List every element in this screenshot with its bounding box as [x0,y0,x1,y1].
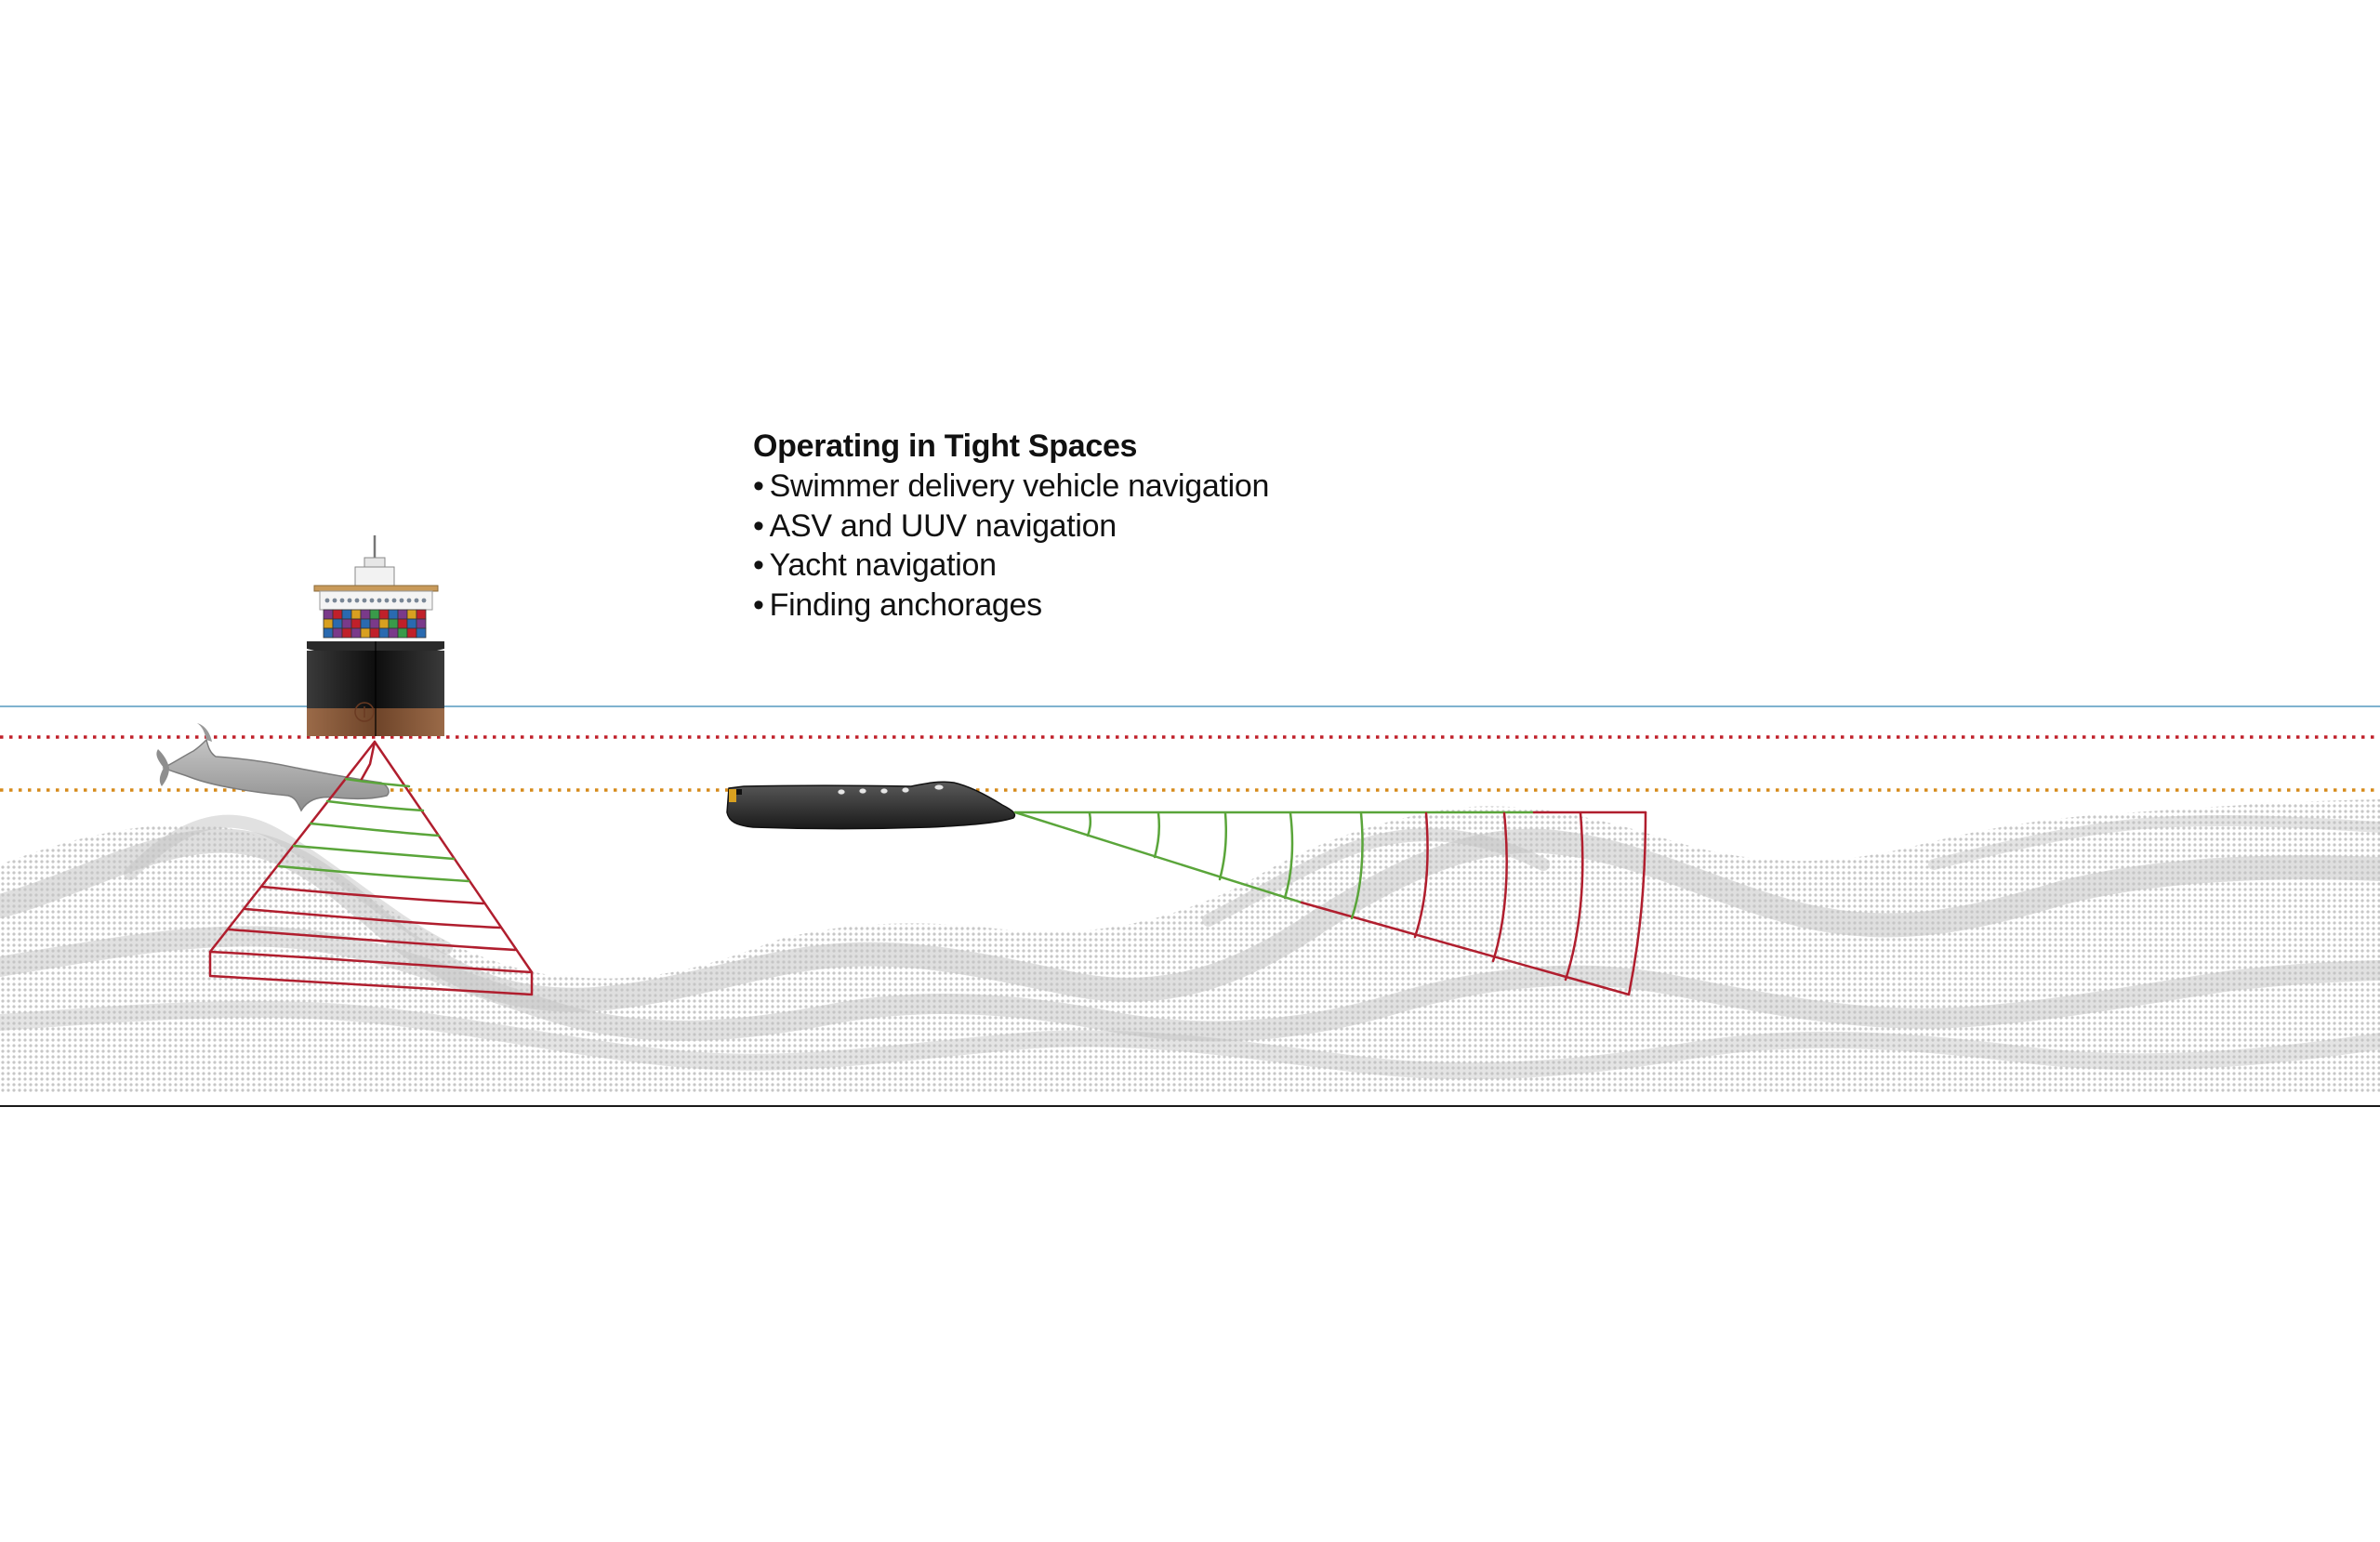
caption-item: Finding anchorages [753,586,1269,626]
whale-icon [156,723,390,812]
caption-item: Swimmer delivery vehicle navigation [753,467,1270,507]
caption-title: Operating in Tight Spaces [753,428,1138,464]
vehicle-windows [837,784,945,796]
seabed-ridges [0,814,2380,1080]
caption-item: ASV and UUV navigation [753,507,1269,547]
caption-list: Swimmer delivery vehicle navigation ASV … [753,467,1270,626]
cargo-ship-icon [307,535,444,736]
ship-containers [323,609,427,639]
ship-windows [324,598,427,603]
ship-sonar-beam [208,740,534,996]
caption-block: Operating in Tight Spaces Swimmer delive… [753,426,1269,625]
caption-item: Yacht navigation [753,546,1269,586]
swimmer-delivery-vehicle-icon [726,781,1016,830]
forward-sonar-beam [1013,811,1647,996]
